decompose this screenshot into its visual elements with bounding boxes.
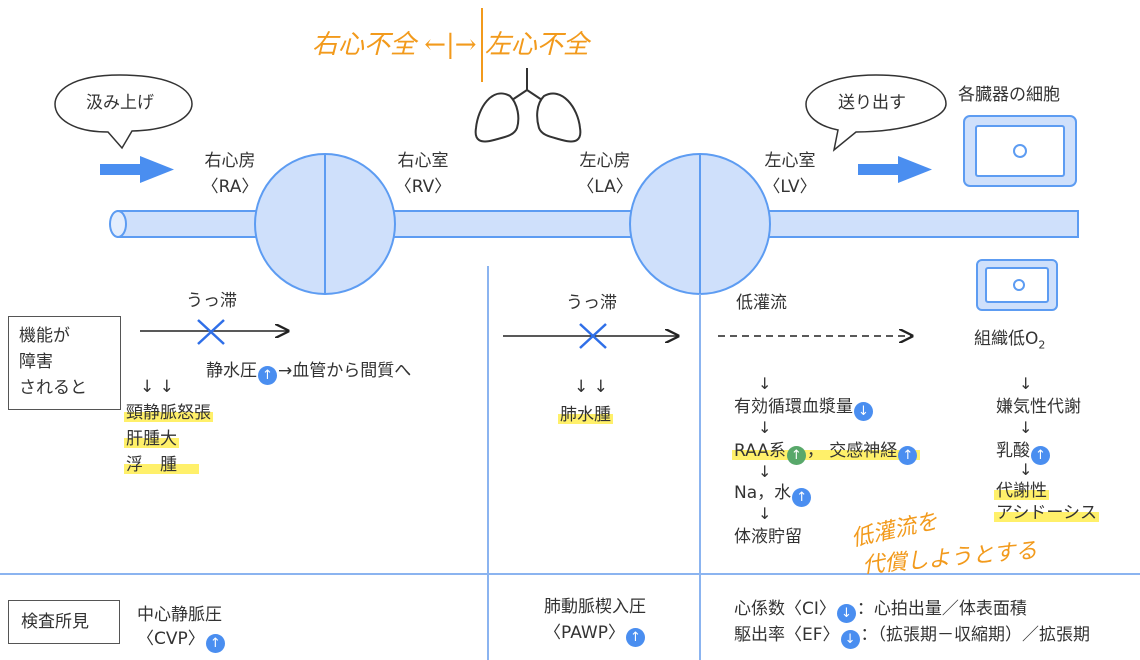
circulating-volume-text: 有効循環血漿量↓ [734, 396, 874, 421]
chamber-la-abbr: 〈LA〉 [577, 177, 633, 197]
exam-findings-label: 検査所見 [21, 612, 89, 632]
left-congestion-label: うっ滞 [566, 293, 617, 313]
arrow-down-glyph: ↓ [758, 504, 772, 523]
raa-sympathetic-text: RAA系↑， 交感神経↑ [732, 440, 921, 465]
symptom-pulmonary-edema: 肺水腫 [558, 405, 613, 425]
impaired-line2: 障害 [19, 352, 53, 372]
arrow-down-glyph: ↓ [758, 418, 772, 437]
bubble-eject-label: 送り出す [838, 93, 906, 113]
right-congestion-label: うっ滞 [186, 291, 237, 311]
chamber-ra-name: 右心房 [204, 151, 256, 171]
down-arrow-icon: ↓ [836, 604, 856, 623]
up-arrow-icon: ↑ [792, 488, 812, 507]
ci-text: 心係数〈CI〉↓：心拍出量／体表面積 [734, 599, 1027, 623]
arrow-down-glyph: ↓ [1019, 418, 1033, 437]
block-cross-icon [579, 323, 607, 349]
chamber-lv-name: 左心室 [764, 151, 816, 171]
arrow-down-glyph: ↓ [1019, 374, 1033, 393]
low-perfusion-label: 低灌流 [736, 293, 787, 313]
arrow-down-glyph: ↓ [758, 374, 772, 393]
impaired-function-box: 機能が 障害 されると [8, 316, 121, 410]
up-arrow-icon: ↑ [205, 634, 225, 653]
inflow-arrow-icon [100, 156, 174, 183]
lactic-acid-text: 乳酸↑ [996, 440, 1051, 465]
tissue-hypoxia-label: 組織低O2 [974, 329, 1046, 352]
down-arrow-icon: ↓ [840, 630, 860, 649]
cvp-line2: 〈CVP〉↑ [137, 628, 226, 653]
speech-bubble-left [54, 74, 193, 150]
bubble-pump-label: 汲み上げ [86, 93, 154, 113]
pawp-line1: 肺動脈楔入圧 [544, 597, 646, 617]
organ-cell-icon [963, 115, 1077, 187]
ef-text: 駆出率〈EF〉↓：（拡張期－収縮期）／拡張期 [734, 625, 1091, 649]
up-arrow-icon: ↑ [898, 446, 918, 465]
arrow-down-glyph: ↓ [1019, 460, 1033, 479]
down-arrow-icon: ↓ [854, 402, 873, 421]
fluid-retention-text: 体液貯留 [734, 527, 802, 547]
tissue-cell-icon [976, 259, 1058, 311]
anaerobic-metabolism-text: 嫌気性代謝 [996, 397, 1081, 417]
circulation-pipe [109, 153, 1079, 295]
impaired-line1: 機能が [19, 326, 70, 346]
static-pressure-text: 静水圧↑→血管から間質へ [206, 361, 412, 385]
block-cross-icon [197, 319, 225, 345]
symptom-hepatomegaly: 肝腫大 [124, 429, 179, 449]
up-arrow-icon: ↑ [786, 446, 806, 465]
handwritten-heart-failure-note: 右心不全 ←|→ 左心不全 [312, 30, 589, 60]
sodium-water-text: Na，水↑ [734, 482, 812, 507]
up-arrow-icon: ↑ [1031, 446, 1050, 465]
impaired-line3: されると [19, 378, 87, 398]
section-dividers [0, 266, 1140, 660]
symptom-edema: 浮 腫 [124, 454, 199, 476]
up-arrow-icon: ↑ [258, 366, 277, 385]
outflow-arrow-icon [858, 156, 932, 183]
chamber-ra-abbr: 〈RA〉 [201, 177, 259, 197]
left-down-arrows: ↓ ↓ [574, 377, 608, 397]
cvp-line1: 中心静脈圧 [137, 605, 222, 625]
exam-findings-box: 検査所見 [8, 600, 120, 644]
acidosis-text: アシドーシス [994, 503, 1099, 523]
organ-cells-label: 各臓器の細胞 [958, 85, 1060, 105]
chamber-lv-abbr: 〈LV〉 [763, 177, 817, 197]
speech-bubble-right [805, 74, 947, 152]
pawp-line2: 〈PAWP〉↑ [510, 622, 680, 647]
chamber-rv-abbr: 〈RV〉 [394, 177, 452, 197]
arrow-down-glyph: ↓ [758, 462, 772, 481]
symptom-jugular-vein: 頸静脈怒張 [124, 403, 213, 423]
up-arrow-icon: ↑ [625, 628, 645, 647]
metabolic-text: 代謝性 [994, 481, 1049, 501]
chamber-la-name: 左心房 [579, 151, 631, 171]
lungs-icon [474, 68, 582, 143]
chamber-rv-name: 右心室 [397, 151, 449, 171]
right-down-arrows: ↓ ↓ [140, 377, 174, 397]
